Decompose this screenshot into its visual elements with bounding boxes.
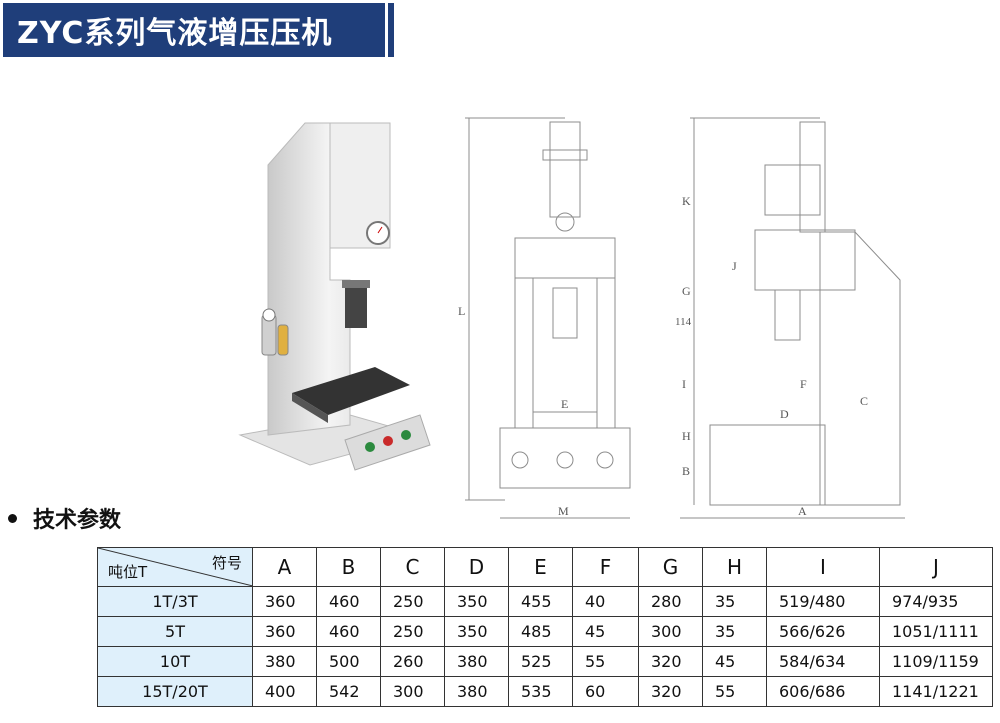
- table-cell: 380: [444, 646, 509, 677]
- table-cell: 300: [380, 676, 445, 707]
- column-header-f: F: [572, 547, 639, 587]
- table-cell: 320: [638, 646, 703, 677]
- table-cell: 250: [380, 616, 445, 647]
- corner-tonnage-label: 吨位T: [108, 563, 148, 581]
- table-cell: 542: [316, 676, 381, 707]
- row-tonnage: 10T: [97, 646, 253, 677]
- column-header-i: I: [766, 547, 880, 587]
- column-header-g: G: [638, 547, 703, 587]
- dim-label-f: F: [800, 377, 807, 391]
- dim-label-b: B: [682, 464, 690, 478]
- page-title: ZYC系列气液增压压机: [3, 3, 385, 57]
- dim-label-i: I: [682, 377, 686, 391]
- table-cell: 350: [444, 616, 509, 647]
- dim-label-m: M: [558, 504, 569, 518]
- table-cell: 455: [508, 586, 573, 617]
- table-cell: 60: [572, 676, 639, 707]
- table-cell: 460: [316, 586, 381, 617]
- table-cell: 584/634: [766, 646, 880, 677]
- side-view-drawing: K J G 114 I F D C H B A: [675, 117, 905, 519]
- table-cell: 350: [444, 586, 509, 617]
- dim-label-a: A: [798, 504, 807, 518]
- dim-label-k: K: [682, 194, 691, 208]
- table-cell: 1109/1159: [879, 646, 993, 677]
- table-cell: 320: [638, 676, 703, 707]
- corner-symbol-label: 符号: [211, 554, 242, 572]
- table-cell: 250: [380, 586, 445, 617]
- table-cell: 45: [702, 646, 767, 677]
- dim-label-l: L: [458, 304, 465, 318]
- table-cell: 1051/1111: [879, 616, 993, 647]
- column-header-h: H: [702, 547, 767, 587]
- table-cell: 300: [638, 616, 703, 647]
- table-cell: 400: [252, 676, 317, 707]
- table-row: 15T/20T 400 542 300 380 535 60 320 55 60…: [97, 676, 993, 707]
- front-view-drawing: L E M: [458, 117, 631, 519]
- table-cell: 35: [702, 616, 767, 647]
- dim-label-h: H: [682, 429, 691, 443]
- table-cell: 525: [508, 646, 573, 677]
- table-cell: 519/480: [766, 586, 880, 617]
- table-cell: 606/686: [766, 676, 880, 707]
- table-cell: 485: [508, 616, 573, 647]
- spec-table-header-row: 符号 吨位T A B C D E F G H I J: [97, 547, 993, 587]
- dim-label-d: D: [780, 407, 789, 421]
- title-text: ZYC系列气液增压压机: [17, 16, 333, 51]
- table-row: 5T 360 460 250 350 485 45 300 35 566/626…: [97, 616, 993, 647]
- spec-heading-text: 技术参数: [33, 508, 122, 533]
- column-header-a: A: [252, 547, 317, 587]
- table-cell: 380: [252, 646, 317, 677]
- row-tonnage: 5T: [97, 616, 253, 647]
- column-header-e: E: [508, 547, 573, 587]
- dim-label-114: 114: [675, 316, 692, 328]
- table-cell: 535: [508, 676, 573, 707]
- table-cell: 460: [316, 616, 381, 647]
- table-cell: 360: [252, 586, 317, 617]
- table-row: 1T/3T 360 460 250 350 455 40 280 35 519/…: [97, 586, 993, 617]
- spec-table: 符号 吨位T A B C D E F G H I J 1T/3T 360 460…: [97, 547, 993, 707]
- table-cell: 566/626: [766, 616, 880, 647]
- row-tonnage: 1T/3T: [97, 586, 253, 617]
- column-header-c: C: [380, 547, 445, 587]
- bullet-icon: [8, 513, 17, 523]
- table-cell: 380: [444, 676, 509, 707]
- table-cell: 1141/1221: [879, 676, 993, 707]
- spec-table-corner: 符号 吨位T: [97, 547, 253, 587]
- column-header-b: B: [316, 547, 381, 587]
- table-cell: 55: [572, 646, 639, 677]
- table-cell: 500: [316, 646, 381, 677]
- row-tonnage: 15T/20T: [97, 676, 253, 707]
- table-cell: 45: [572, 616, 639, 647]
- table-cell: 55: [702, 676, 767, 707]
- title-accent-bar: [388, 3, 394, 57]
- column-header-d: D: [444, 547, 509, 587]
- spec-section-heading: 技术参数: [8, 503, 121, 533]
- table-cell: 35: [702, 586, 767, 617]
- table-cell: 974/935: [879, 586, 993, 617]
- dim-label-c: C: [860, 394, 868, 408]
- table-row: 10T 380 500 260 380 525 55 320 45 584/63…: [97, 646, 993, 677]
- table-cell: 280: [638, 586, 703, 617]
- press-machine-photo: [238, 122, 431, 471]
- table-cell: 40: [572, 586, 639, 617]
- table-cell: 260: [380, 646, 445, 677]
- column-header-j: J: [879, 547, 993, 587]
- table-cell: 360: [252, 616, 317, 647]
- dim-label-j: J: [732, 259, 737, 273]
- dim-label-g: G: [682, 284, 691, 298]
- dim-label-e: E: [561, 397, 568, 411]
